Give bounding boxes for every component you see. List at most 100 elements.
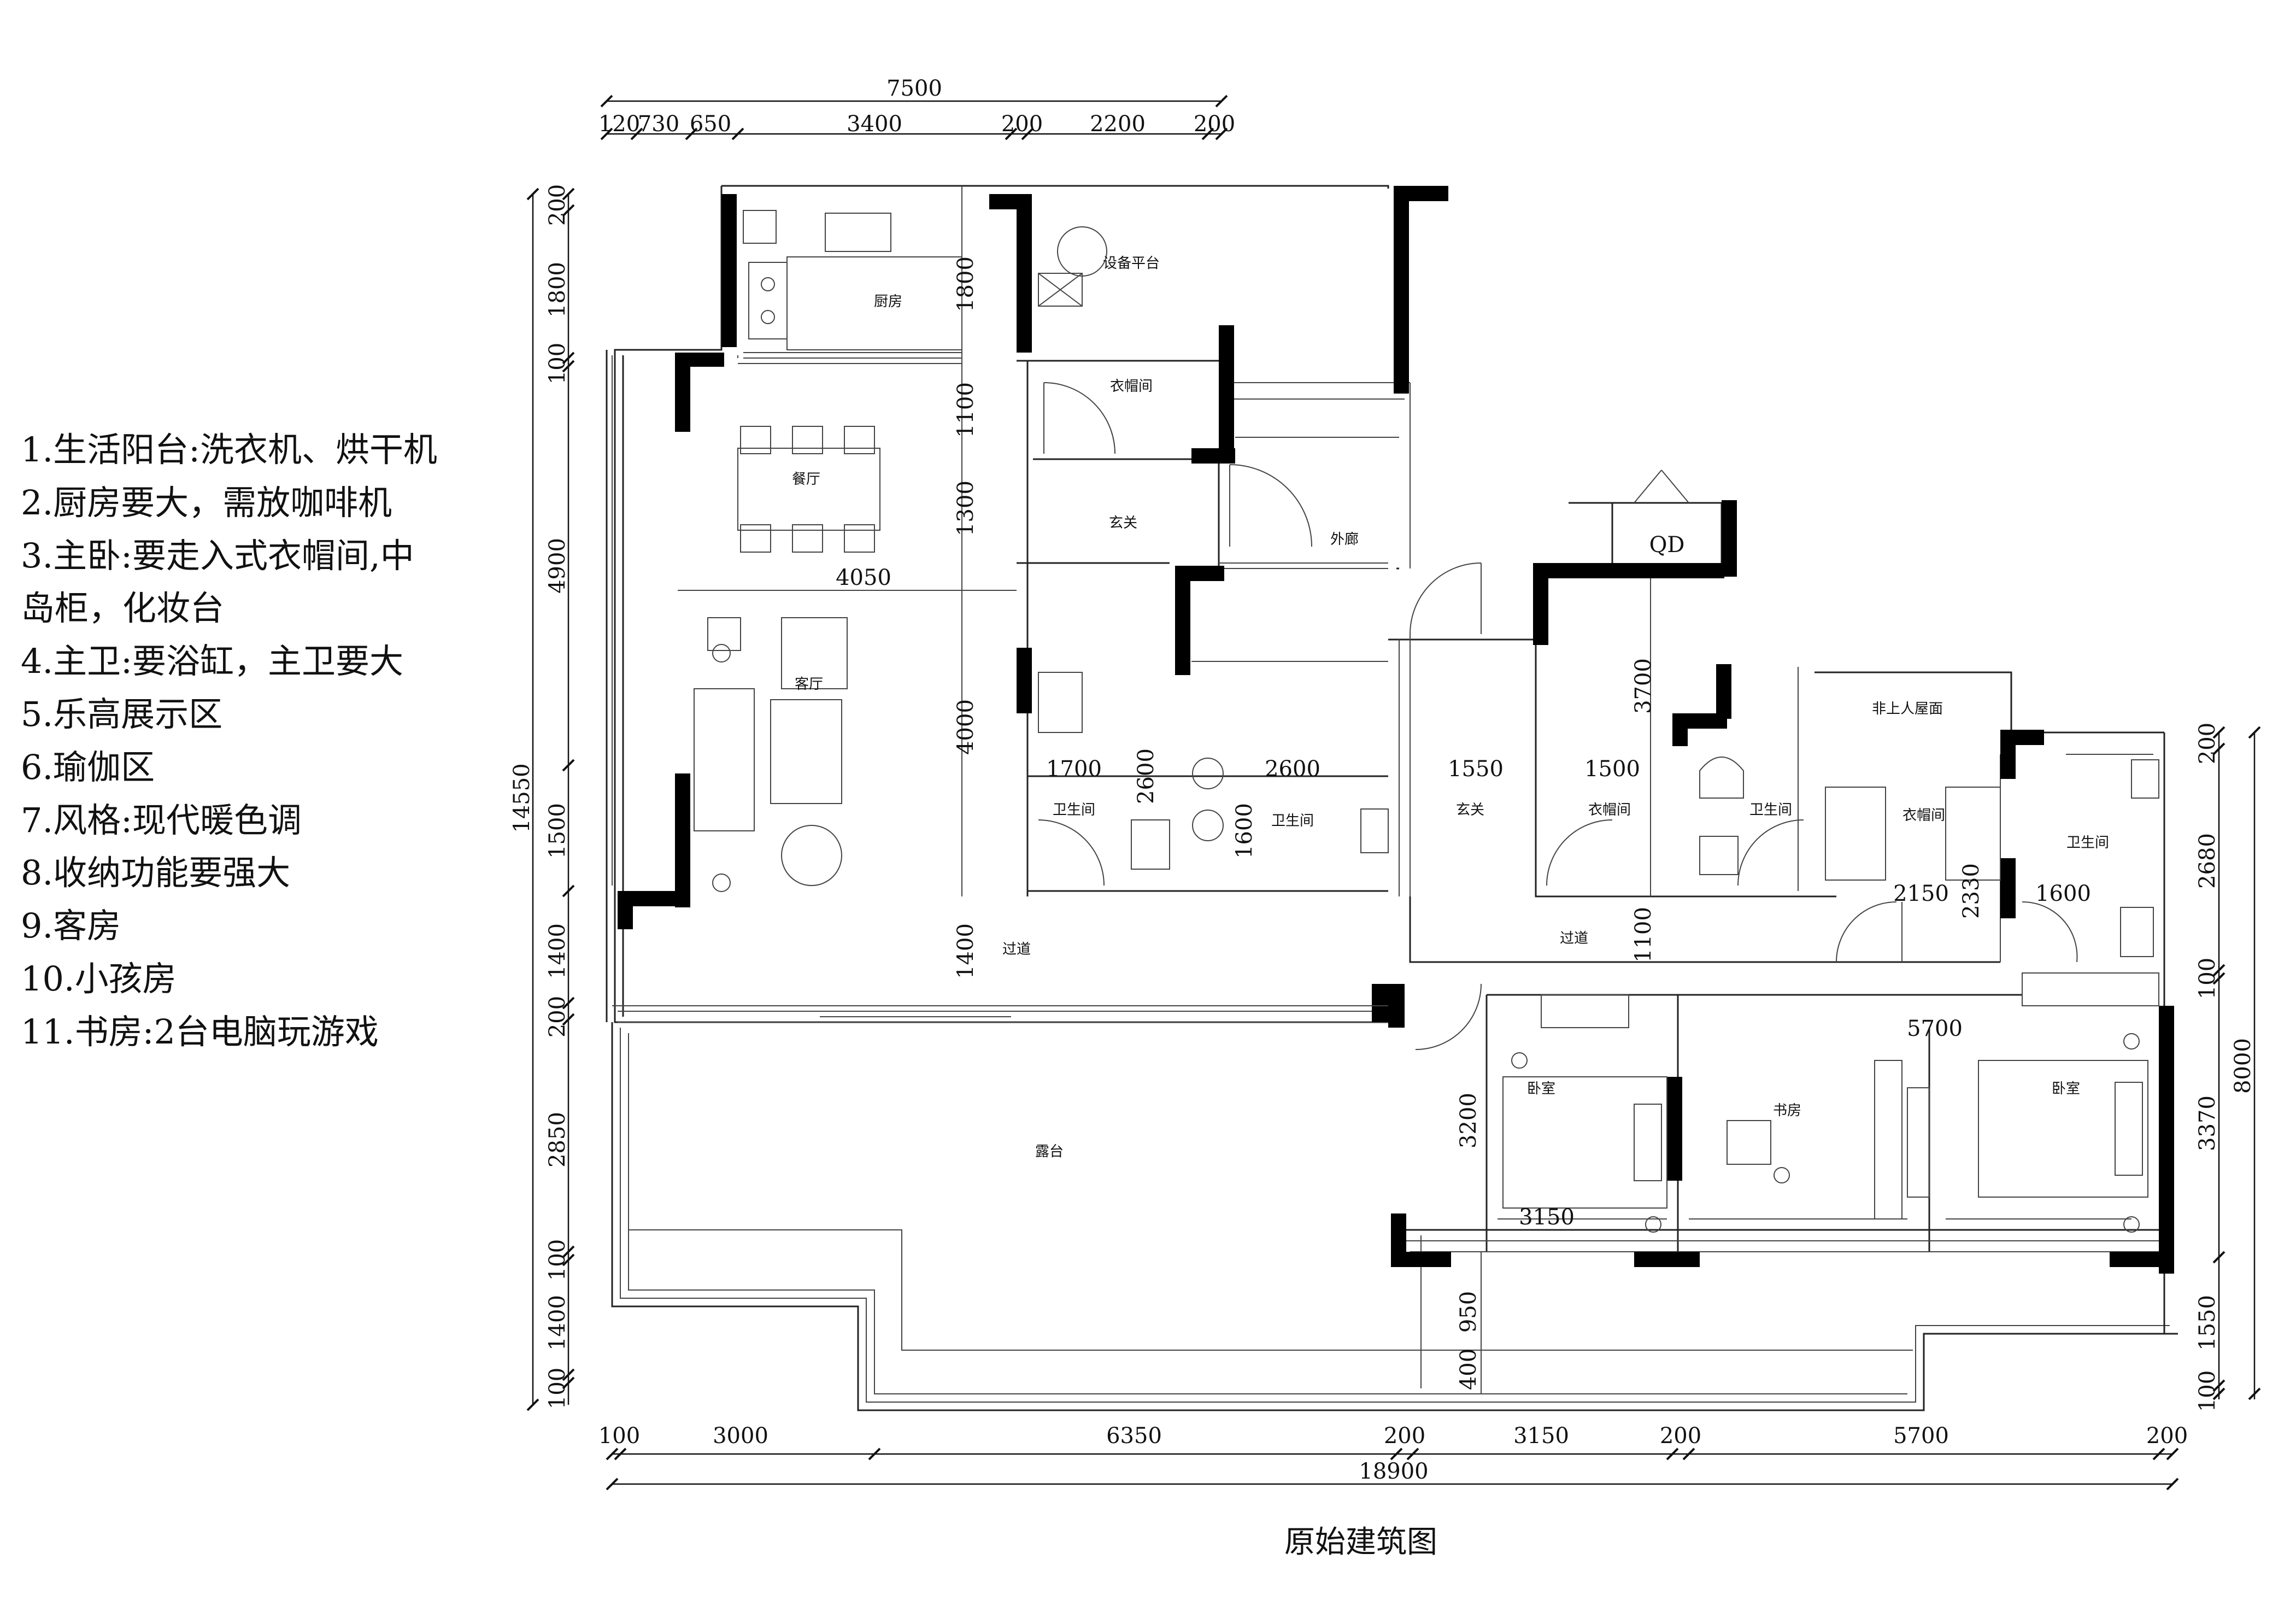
dimension-lines (526, 95, 2261, 1491)
dim-interior: 1100 (953, 382, 978, 438)
dim-bottom: 6350 (1106, 1423, 1162, 1449)
room-bath: 卫生间 (2066, 835, 2109, 851)
walls (618, 186, 2174, 1274)
dim-left: 200 (545, 184, 570, 226)
room-corridor: 过道 (1560, 930, 1588, 947)
room-cloakroom: 衣帽间 (1110, 378, 1153, 395)
requirements-list: 1.生活阳台:洗衣机、烘干机 2.厨房要大，需放咖啡机 3.主卧:要走入式衣帽间… (21, 424, 437, 1059)
dim-top: 200 (1001, 112, 1043, 137)
requirement-item: 7.风格:现代暖色调 (21, 800, 302, 840)
wall (1175, 566, 1190, 675)
requirement-item: 6.瑜伽区 (21, 747, 155, 787)
wall (1191, 448, 1235, 464)
room-cloakroom: 衣帽间 (1588, 802, 1631, 818)
dim-interior: 4050 (836, 565, 891, 590)
wall (1017, 648, 1032, 713)
dim-interior: 1400 (953, 923, 978, 979)
room-non-habitable-roof: 非上人屋面 (1872, 701, 1943, 717)
wall (1672, 713, 1688, 746)
dim-left: 2850 (545, 1112, 570, 1168)
dim-interior: 3150 (1519, 1205, 1575, 1230)
dim-interior: 1500 (1584, 757, 1640, 782)
dim-left: 1400 (545, 923, 570, 979)
dim-top: 120 (598, 112, 640, 137)
dim-interior: 1550 (1448, 757, 1504, 782)
requirement-item: 9.客房 (21, 906, 121, 946)
room-outer-corridor: 外廊 (1330, 531, 1359, 548)
room-labels: 厨房 设备平台 衣帽间 餐厅 玄关 外廊 客厅 卫生间 卫生间 玄关 衣帽间 卫… (792, 255, 2109, 1160)
dim-bottom-total: 18900 (1359, 1459, 1428, 1484)
dim-left: 100 (545, 1368, 570, 1409)
room-foyer: 玄关 (1109, 515, 1137, 531)
wall (1667, 1077, 1682, 1181)
room-kitchen: 厨房 (874, 294, 902, 310)
dim-top: 730 (638, 112, 679, 137)
wall (1722, 500, 1737, 577)
requirement-item: 5.乐高展示区 (21, 694, 223, 734)
room-equipment-platform: 设备平台 (1103, 255, 1160, 272)
dim-interior: 1600 (2035, 881, 2091, 906)
dim-left: 1800 (545, 262, 570, 318)
dim-top: 200 (1194, 112, 1235, 137)
wall (1533, 563, 1724, 578)
dim-left: 4900 (545, 538, 570, 594)
wall (1716, 664, 1731, 719)
room-foyer: 玄关 (1456, 802, 1484, 818)
dim-interior: 2330 (1959, 863, 1984, 919)
dim-left: 100 (545, 343, 570, 384)
dim-bottom: 3000 (713, 1423, 768, 1449)
dim-top: 2200 (1090, 112, 1146, 137)
dim-bottom: 200 (1384, 1423, 1425, 1449)
dim-left: 200 (545, 996, 570, 1037)
requirement-item: 2.厨房要大，需放咖啡机 (21, 482, 392, 523)
requirement-item: 1.生活阳台:洗衣机、烘干机 (21, 430, 438, 470)
dim-right: 3370 (2195, 1095, 2220, 1151)
requirement-item: 4.主卫:要浴缸，主卫要大 (21, 641, 404, 682)
dim-top: 650 (690, 112, 731, 137)
dim-bottom: 200 (2146, 1423, 2188, 1449)
dim-bottom: 5700 (1893, 1423, 1949, 1449)
dim-bottom: 200 (1660, 1423, 1701, 1449)
dim-interior: 1800 (953, 256, 978, 312)
dim-interior: 2150 (1893, 881, 1949, 906)
dim-interior: 400 (1456, 1349, 1481, 1390)
drawing-title: 原始建筑图 (1284, 1525, 1437, 1560)
room-study: 书房 (1773, 1103, 1801, 1119)
dim-interior: 5700 (1907, 1016, 1963, 1041)
wall (1391, 1252, 1451, 1267)
dim-left: 100 (545, 1239, 570, 1281)
dim-bottom: 3150 (1513, 1423, 1569, 1449)
room-bath: 卫生间 (1749, 802, 1792, 818)
requirement-item: 8.收纳功能要强大 (21, 853, 291, 893)
dim-top-total: 7500 (886, 76, 942, 101)
dim-right: 100 (2195, 1370, 2220, 1412)
requirement-item: 岛柜，化妆台 (21, 588, 225, 629)
wall (2000, 730, 2016, 779)
wall (1533, 563, 1548, 645)
dim-interior: 4000 (953, 699, 978, 755)
room-bath: 卫生间 (1271, 813, 1314, 829)
dim-right: 100 (2195, 958, 2220, 999)
furniture (694, 210, 2159, 1233)
wall (1017, 194, 1032, 353)
dim-interior: 2600 (1265, 757, 1320, 782)
dim-interior: 2600 (1134, 748, 1159, 804)
requirement-item: 3.主卧:要走入式衣帽间,中 (21, 535, 414, 576)
dim-interior: 1100 (1631, 907, 1656, 963)
dimension-labels: 7500 120 730 650 3400 200 2200 200 14550… (509, 76, 2256, 1484)
dim-interior: 1600 (1232, 803, 1257, 859)
dim-interior: 950 (1456, 1291, 1481, 1333)
wall (618, 891, 633, 929)
room-dining: 餐厅 (792, 471, 820, 488)
dim-interior: 3700 (1631, 658, 1656, 714)
dim-right: 1550 (2195, 1295, 2220, 1351)
wall (2000, 858, 2016, 918)
dim-interior: 3200 (1456, 1093, 1481, 1148)
wall (1634, 1252, 1700, 1267)
wall (1388, 984, 1405, 1028)
requirement-item: 11.书房:2台电脑玩游戏 (21, 1011, 379, 1052)
dim-top: 3400 (847, 112, 902, 137)
dim-right-total: 8000 (2230, 1038, 2256, 1094)
dim-left: 1500 (545, 803, 570, 859)
